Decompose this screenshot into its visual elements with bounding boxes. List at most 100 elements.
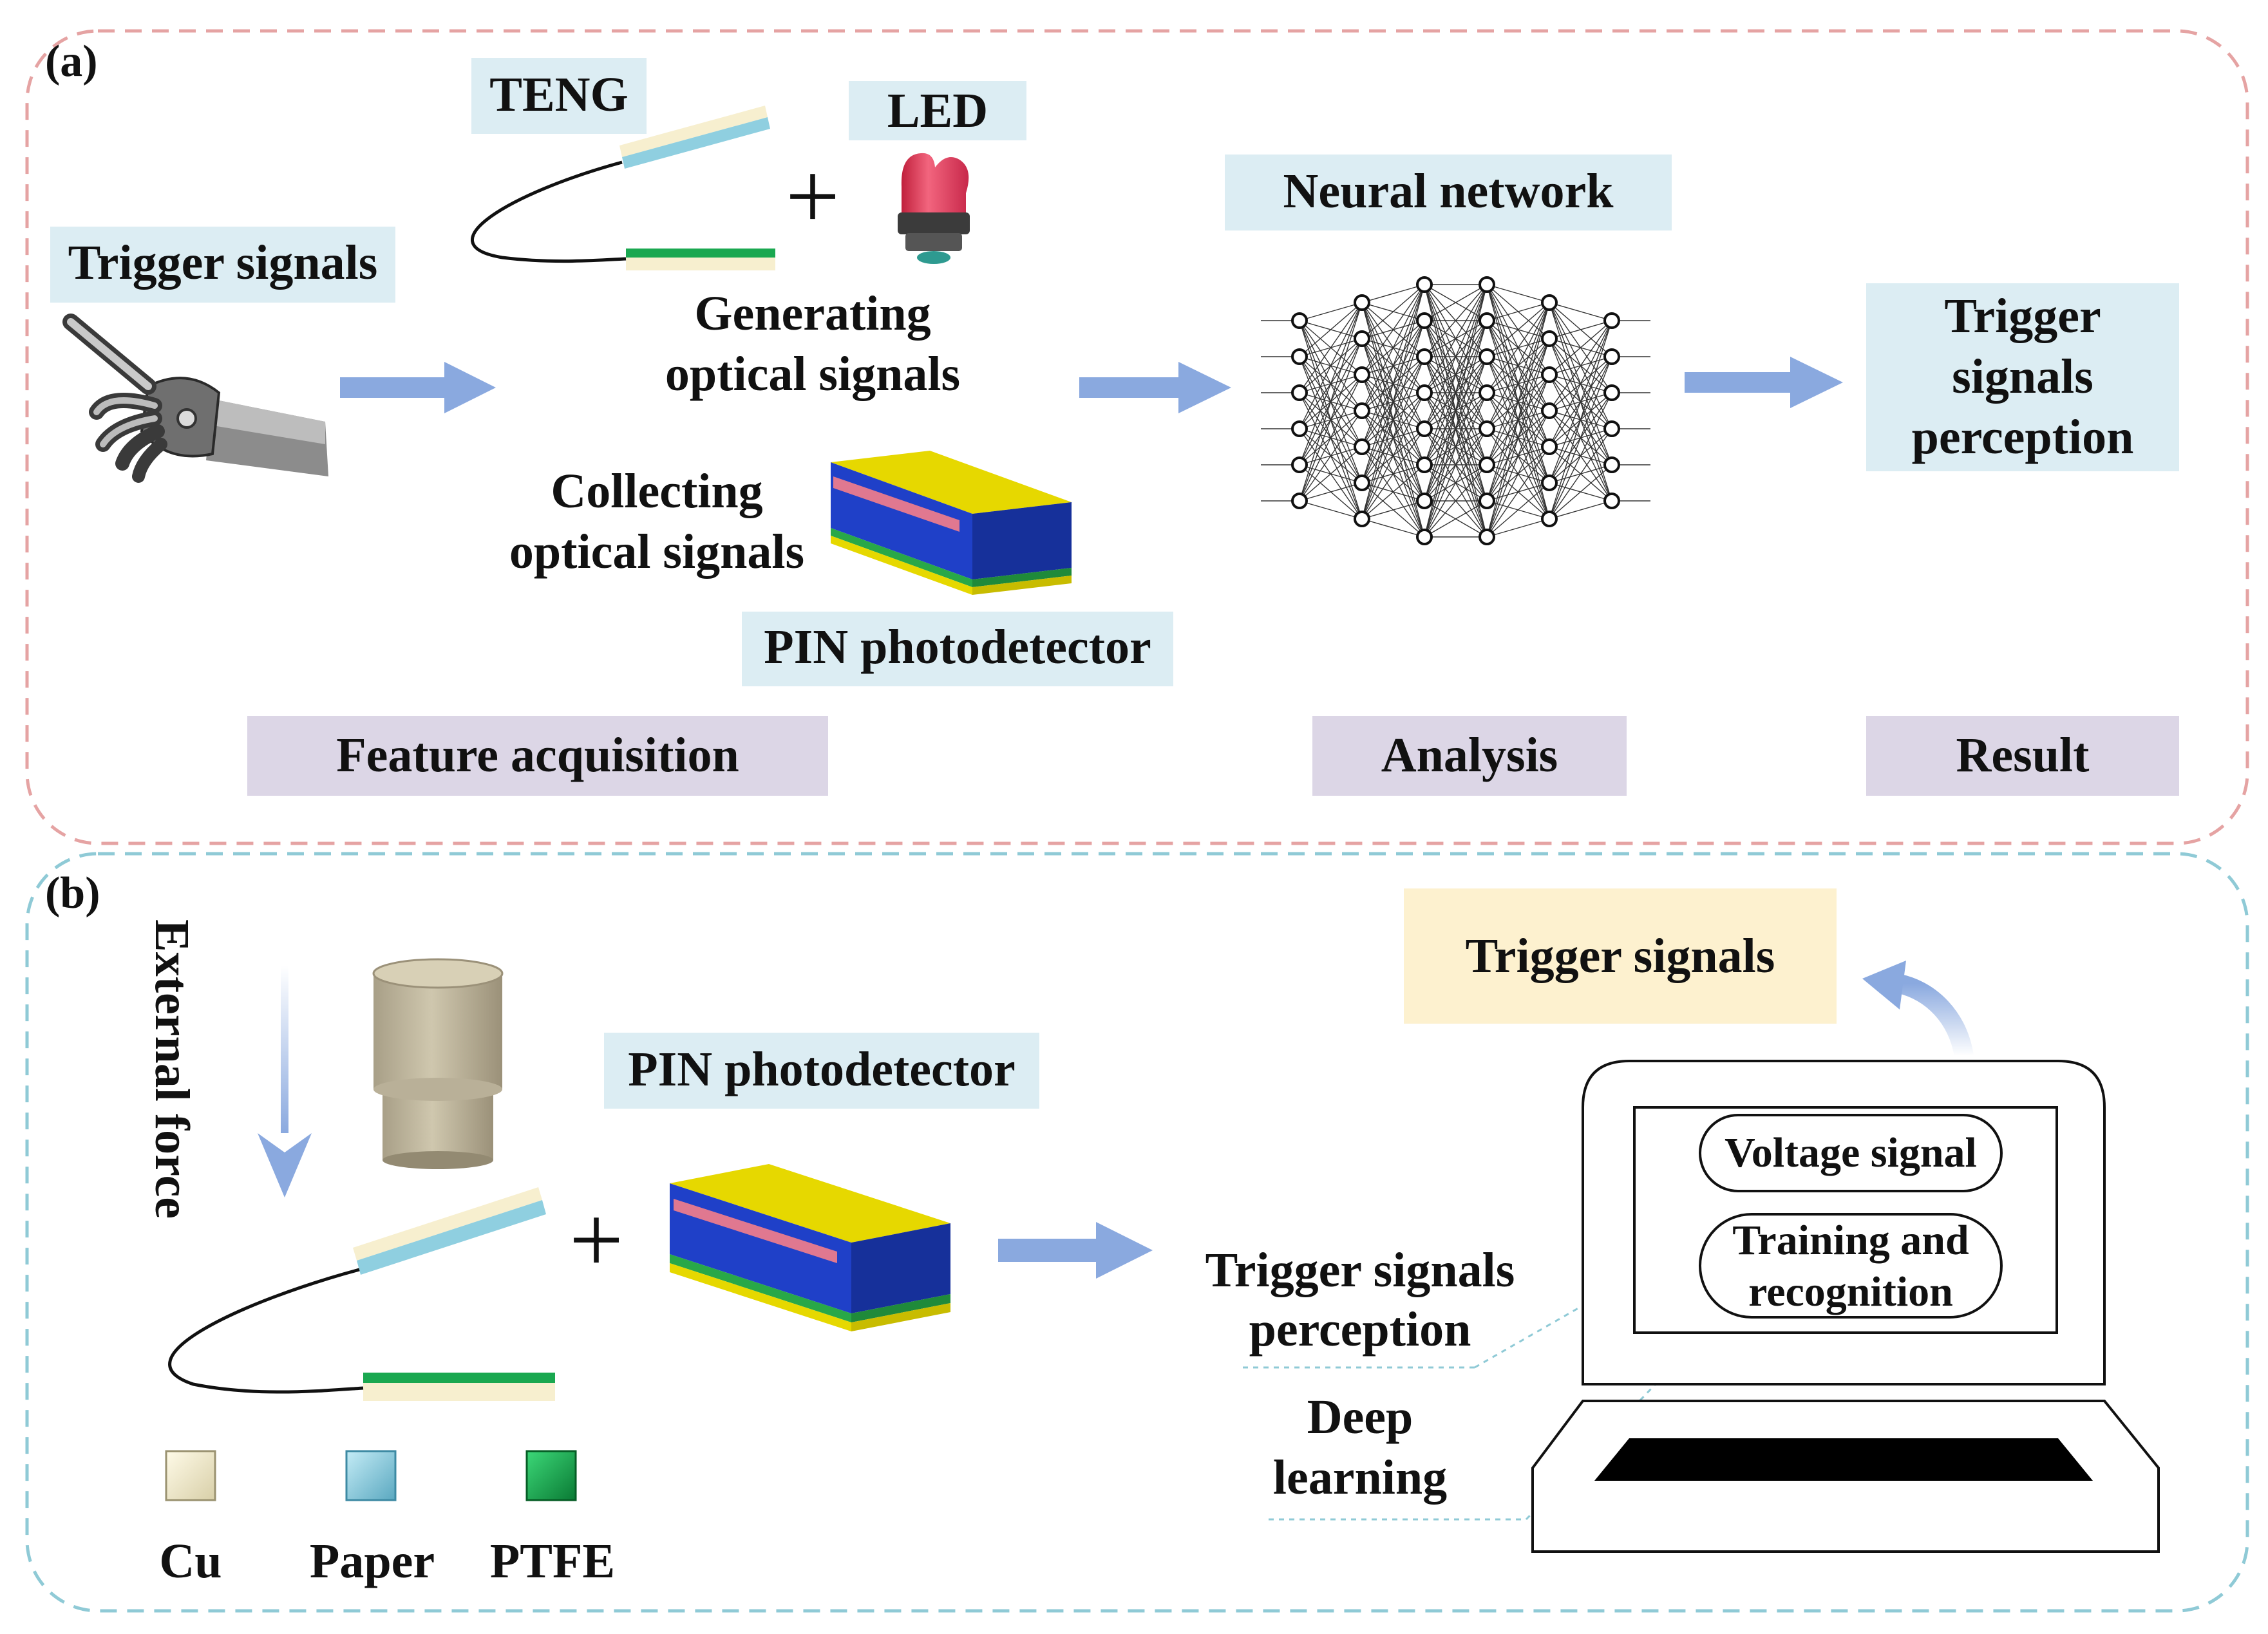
nn-connection <box>1299 302 1363 321</box>
stage-analysis-label: Analysis <box>1381 728 1558 782</box>
nn-node <box>1541 511 1558 527</box>
nn-connection <box>1549 320 1612 447</box>
material-legend: Cu Paper PTFE <box>159 1450 615 1588</box>
nn-connection <box>1424 392 1488 538</box>
neural-network-graphic <box>1261 276 1650 545</box>
nn-connection <box>1424 284 1488 357</box>
collecting-line2: optical signals <box>509 525 804 579</box>
nn-connection <box>1299 302 1363 465</box>
nn-connection <box>1299 374 1363 502</box>
panel-b-tag: (b) <box>45 869 100 918</box>
training-line2: recognition <box>1748 1268 1953 1315</box>
nn-connection <box>1424 356 1488 538</box>
teng-device-b <box>168 1187 555 1401</box>
nn-node <box>1603 384 1620 401</box>
result-line1: Trigger <box>1944 289 2101 343</box>
robotic-hand-icon <box>62 314 328 483</box>
nn-connection <box>1424 284 1488 321</box>
nn-node <box>1541 294 1558 311</box>
training-recognition-pill <box>1699 1213 2003 1319</box>
nn-connection <box>1424 284 1488 429</box>
nn-node <box>1541 402 1558 419</box>
nn-connection <box>1299 302 1363 357</box>
nn-connection <box>1361 284 1425 339</box>
plus-sign-b: + <box>569 1187 624 1293</box>
nn-connection <box>1549 464 1612 520</box>
flow-arrow-3 <box>1685 357 1843 408</box>
neural-network-label: Neural network <box>1283 164 1614 218</box>
nn-node <box>1291 420 1308 437</box>
nn-node <box>1479 456 1495 473</box>
nn-node <box>1416 276 1433 293</box>
nn-connection <box>1299 338 1363 502</box>
nn-connection <box>1424 464 1488 538</box>
nn-node <box>1291 456 1308 473</box>
nn-node <box>1354 402 1370 419</box>
nn-node <box>1479 420 1495 437</box>
stage-feature-box <box>247 716 828 796</box>
nn-connection <box>1424 284 1488 502</box>
external-force-label: External force <box>145 919 199 1219</box>
flow-arrow-1 <box>340 362 496 413</box>
nn-node <box>1416 529 1433 545</box>
pin-photodetector-label-a: PIN photodetector <box>764 620 1151 674</box>
nn-node <box>1354 366 1370 383</box>
nn-node <box>1603 493 1620 509</box>
nn-node <box>1479 493 1495 509</box>
nn-connection <box>1299 500 1363 520</box>
nn-connection <box>1361 356 1425 520</box>
nn-node <box>1354 474 1370 491</box>
voltage-signal-label: Voltage signal <box>1725 1129 1977 1176</box>
nn-connection <box>1424 284 1488 538</box>
trigger-signals-label-b: Trigger signals <box>1466 929 1775 983</box>
generating-line1: Generating <box>694 286 931 341</box>
nn-node <box>1416 456 1433 473</box>
nn-node <box>1416 312 1433 329</box>
stage-feature-label: Feature acquisition <box>336 728 739 782</box>
nn-node <box>1479 384 1495 401</box>
nn-connection <box>1549 428 1612 520</box>
teng-device-a <box>471 106 775 270</box>
nn-connection <box>1299 302 1363 393</box>
deep-learning-line2: learning <box>1273 1451 1447 1505</box>
nn-node <box>1603 312 1620 329</box>
external-force-arrow <box>258 966 312 1197</box>
nn-connection <box>1424 320 1488 538</box>
nn-connection <box>1361 284 1425 447</box>
nn-connection <box>1486 410 1550 538</box>
led-bulb-icon <box>898 153 970 264</box>
nn-node <box>1416 384 1433 401</box>
nn-node <box>1541 330 1558 347</box>
nn-connection <box>1486 284 1550 303</box>
nn-connection <box>1299 410 1363 502</box>
nn-connection <box>1361 464 1425 520</box>
legend-label-ptfe: PTFE <box>490 1534 615 1588</box>
nn-connection <box>1549 320 1612 411</box>
nn-node <box>1541 474 1558 491</box>
nn-node <box>1416 348 1433 365</box>
training-line1: Training and <box>1732 1217 1969 1264</box>
legend-label-paper: Paper <box>310 1534 435 1588</box>
led-label: LED <box>887 84 988 138</box>
nn-connection <box>1361 284 1425 520</box>
nn-connection <box>1424 428 1488 538</box>
pin-photodetector-device-b <box>670 1164 950 1331</box>
teng-label: TENG <box>489 68 628 122</box>
teng-box <box>471 58 647 134</box>
nn-node <box>1479 276 1495 293</box>
result-line3: perception <box>1912 410 2134 464</box>
nn-connection <box>1549 392 1612 520</box>
nn-node <box>1479 348 1495 365</box>
nn-connection <box>1486 446 1550 538</box>
nn-connection <box>1549 302 1612 321</box>
trigger-signals-box-b <box>1404 888 1837 1024</box>
nn-node <box>1354 438 1370 455</box>
plus-sign-a: + <box>786 143 840 250</box>
nn-node <box>1603 456 1620 473</box>
nn-connection <box>1486 518 1550 538</box>
pin-photodetector-box-b <box>604 1033 1039 1109</box>
nn-connection <box>1361 320 1425 520</box>
stage-result-box <box>1866 716 2179 796</box>
nn-connection <box>1361 284 1425 411</box>
